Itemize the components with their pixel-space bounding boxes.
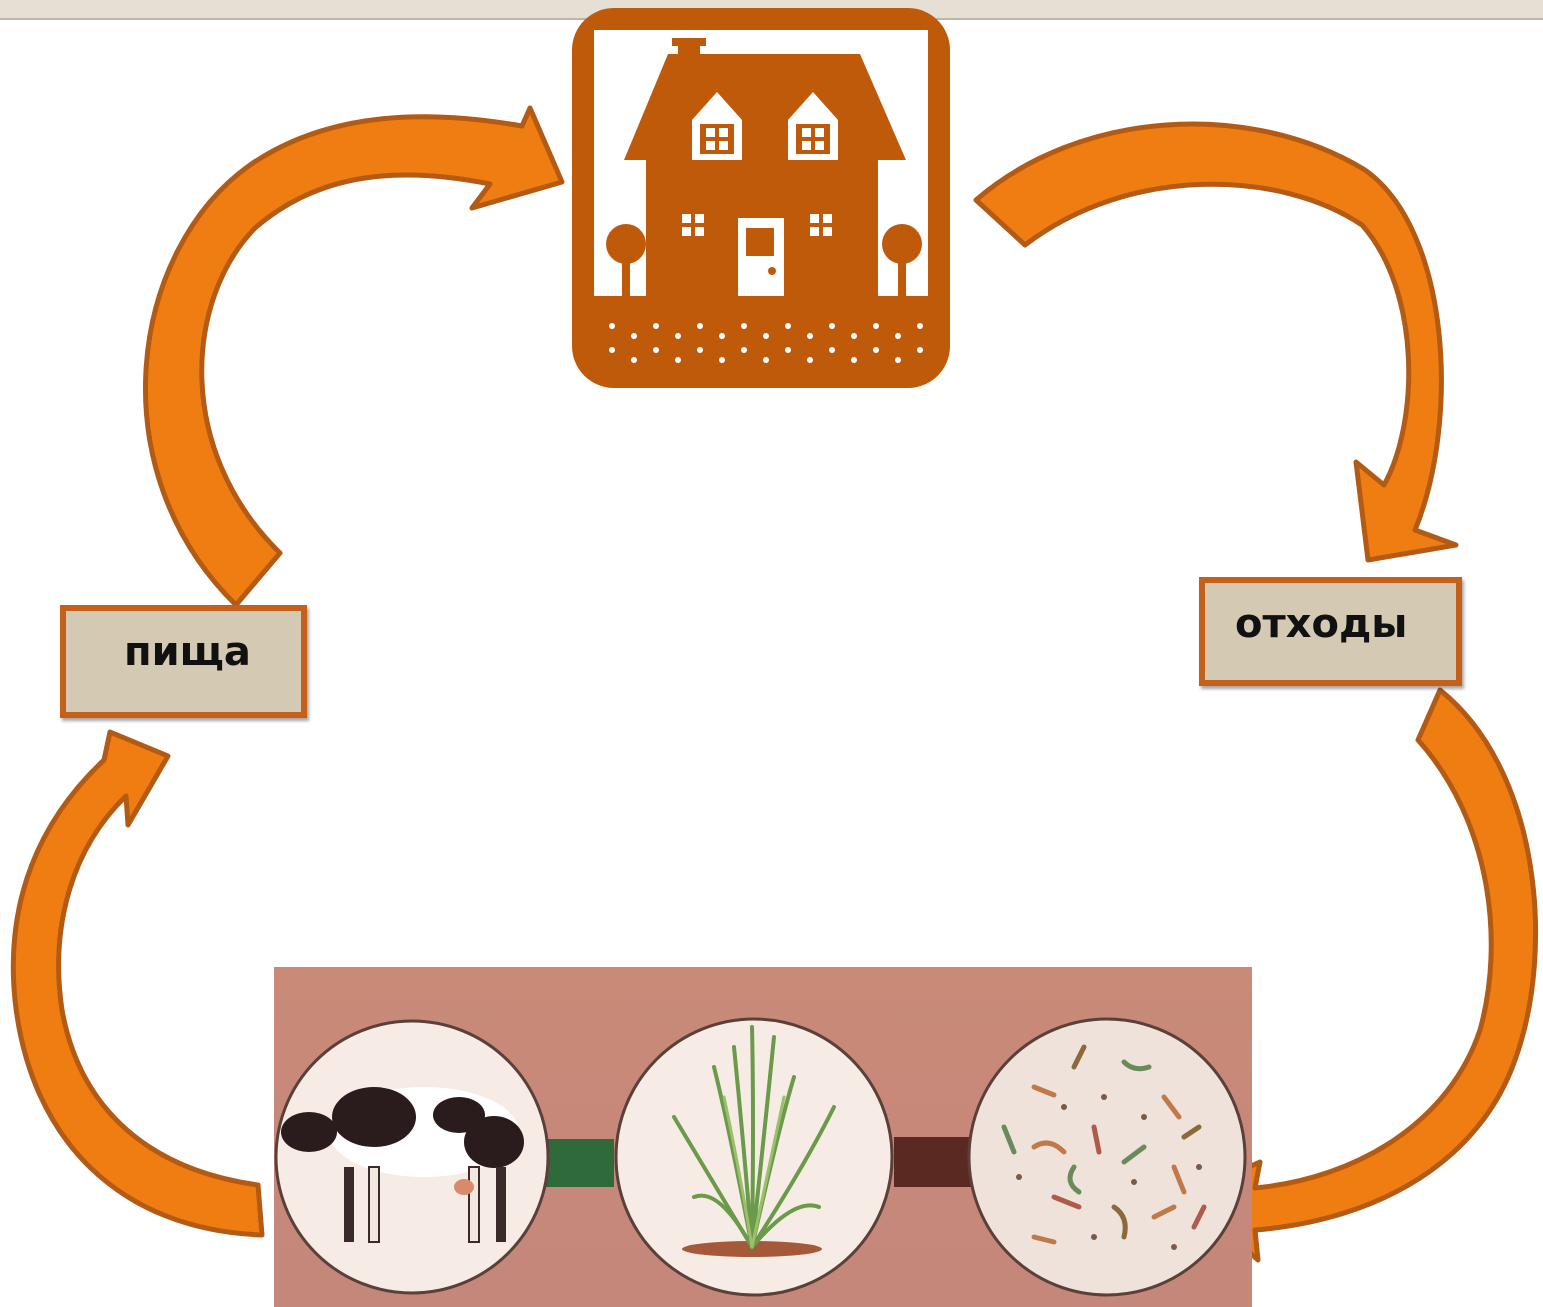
- food-label: пища: [124, 629, 251, 675]
- grass-illustration: [614, 1017, 894, 1297]
- green-connector: [544, 1139, 614, 1187]
- dark-connector: [894, 1137, 974, 1187]
- food-chain-photo: [274, 967, 1252, 1307]
- waste-label: отходы: [1235, 601, 1408, 647]
- food-label-box: пища: [60, 605, 307, 718]
- house-icon: [572, 8, 950, 388]
- microorganisms-illustration: [967, 1017, 1247, 1297]
- cow-illustration: [274, 1019, 550, 1295]
- waste-label-box: отходы: [1199, 577, 1462, 686]
